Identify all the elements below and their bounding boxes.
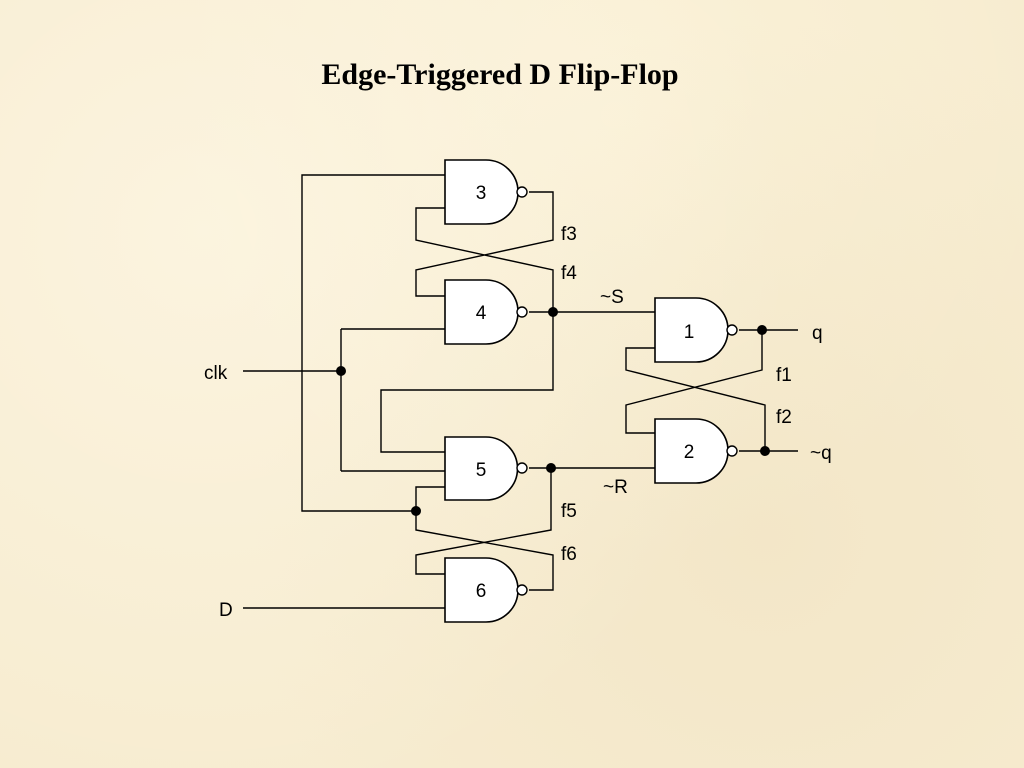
gate3-gate4-cross-wire — [415, 191, 554, 312]
nand-gate-1: 1 — [654, 297, 738, 363]
gate-3-label: 3 — [476, 183, 487, 204]
junction-dots — [336, 307, 770, 516]
not-s-wire — [380, 311, 655, 453]
nand-gate-5: 5 — [444, 436, 528, 501]
inverter-bubble — [726, 445, 738, 457]
slide-title: Edge-Triggered D Flip-Flop — [321, 58, 679, 91]
f6-junction-dot — [411, 506, 421, 516]
not-q-junction-dot — [760, 446, 770, 456]
gate-1-label: 1 — [684, 322, 695, 343]
inverter-bubble — [516, 186, 528, 198]
inverter-bubble — [516, 306, 528, 318]
gate5-gate6-cross-wire — [415, 486, 554, 591]
gate1-gate2-cross-wire — [625, 347, 766, 451]
clk-junction-dot — [336, 366, 346, 376]
not-s-label: ~S — [600, 287, 624, 308]
gate-2-label: 2 — [684, 442, 695, 463]
f6-to-gate3-wire — [301, 174, 445, 512]
f4-label: f4 — [561, 263, 577, 284]
clk-input-label: clk — [204, 363, 228, 384]
q-junction-dot — [757, 325, 767, 335]
d-input-label: D — [219, 600, 233, 621]
wires — [243, 174, 798, 609]
clk-wire — [243, 328, 445, 472]
nand-gate-2: 2 — [654, 418, 738, 484]
gate-6-label: 6 — [476, 581, 487, 602]
gate-4-label: 4 — [476, 303, 487, 324]
nand-gate-3: 3 — [444, 159, 528, 225]
f5-label: f5 — [561, 501, 577, 522]
not-s-junction-dot — [548, 307, 558, 317]
inverter-bubble — [516, 462, 528, 474]
q-wire — [625, 329, 798, 434]
f6-label: f6 — [561, 544, 577, 565]
inverter-bubble — [726, 324, 738, 336]
nand-gate-6: 6 — [444, 557, 528, 623]
signal-labels: f3 f4 ~S f1 f2 ~R f5 f6 clk D q ~q — [204, 224, 832, 621]
not-r-junction-dot — [546, 463, 556, 473]
gate-5-label: 5 — [476, 460, 487, 481]
f1-label: f1 — [776, 365, 792, 386]
nand-gate-4: 4 — [444, 279, 528, 345]
f2-label: f2 — [776, 407, 792, 428]
not-r-label: ~R — [603, 477, 628, 498]
q-output-label: q — [812, 323, 823, 344]
not-q-output-label: ~q — [810, 443, 832, 464]
f3-label: f3 — [561, 224, 577, 245]
inverter-bubble — [516, 584, 528, 596]
